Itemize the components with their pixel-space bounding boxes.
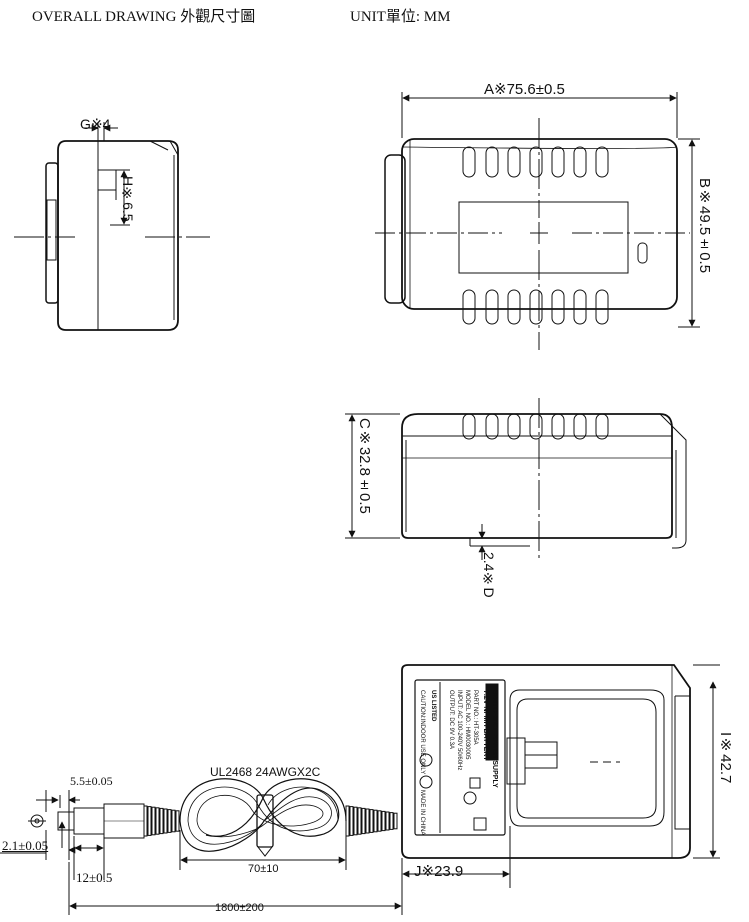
vent-slot-front	[462, 413, 476, 440]
strain-relief-rib	[385, 811, 390, 831]
vent-slot-front	[529, 413, 543, 440]
dim-coil-len-label: 70±10	[248, 863, 279, 875]
nameplate-symbols	[419, 753, 487, 831]
vent-slot-top	[573, 146, 587, 178]
vent-slot-top	[462, 146, 476, 178]
vent-slot-bottom	[595, 289, 609, 325]
vent-slot-bottom	[551, 289, 565, 325]
unit-label: UNIT單位: MM	[350, 9, 451, 25]
nameplate-line4: MODEL NO.: HM0030005	[464, 690, 470, 760]
top-view	[375, 92, 700, 350]
nameplate-made-in: MADE IN CHINA	[419, 790, 425, 836]
dim-cable-len-label: 1800±200	[215, 902, 264, 914]
strain-relief-rib	[143, 805, 148, 837]
dim-g-label: G※4	[80, 116, 111, 132]
strain-relief-rib	[357, 807, 362, 835]
strain-relief-rib	[167, 809, 172, 833]
strain-relief-rib	[155, 807, 160, 835]
vent-slot-front	[485, 413, 499, 440]
cable-assembly	[0, 778, 403, 915]
cable-spec-label: UL2468 24AWGX2C	[210, 765, 321, 779]
vent-slot-top	[507, 146, 521, 178]
nameplate-line3: PART NO.: HT-305A	[472, 690, 478, 745]
dim-h-label: H※6.5	[120, 176, 136, 222]
nameplate-line6: OUTPUT: DC 9V 0.3A	[448, 690, 454, 750]
vent-slot-front	[573, 413, 587, 440]
vent-slot-top	[551, 146, 565, 178]
strain-relief-rib	[159, 807, 164, 835]
dim-b-label: B※49.5±0.5	[696, 178, 713, 274]
strain-relief-rib	[147, 806, 152, 836]
dim-plug-len-label: 12±0.5	[76, 870, 113, 885]
strain-relief-rib	[353, 806, 358, 836]
nameplate-line7: CAUTION:INDOOR USE ONLY	[419, 690, 425, 775]
strain-relief-rib	[163, 808, 168, 834]
vent-slot-front	[595, 413, 609, 440]
front-view	[345, 398, 687, 560]
bottom-view	[401, 664, 720, 888]
dim-c-label: C※32.8±0.5	[356, 418, 373, 514]
dim-pin-dia-label: 2.1±0.05	[2, 838, 49, 853]
vent-slot-front	[507, 413, 521, 440]
vent-slot-top	[595, 146, 609, 178]
vent-slot-bottom	[462, 289, 476, 325]
nameplate-listed: US LISTED	[430, 690, 436, 722]
dim-a-label: A※75.6±0.5	[484, 81, 565, 98]
strain-relief-rib	[151, 806, 156, 836]
strain-relief-rib	[373, 809, 378, 833]
strain-relief-rib	[349, 806, 354, 836]
strain-relief-rib	[377, 810, 382, 832]
strain-relief-rib	[393, 812, 398, 830]
nameplate-line2: 7.2V Ni-MH BATTERY	[482, 690, 489, 761]
strain-relief-rib	[369, 809, 374, 833]
strain-relief-rib	[389, 812, 394, 830]
dim-plug-dia-label: 5.5±0.05	[70, 774, 113, 788]
dim-d-label: 2.4※D	[481, 552, 497, 598]
nameplate-line5: INPUT: AC 100-240V 50/60Hz	[456, 690, 462, 771]
vent-slot-bottom	[529, 289, 543, 325]
vent-slot-bottom	[507, 289, 521, 325]
strain-relief-rib	[171, 809, 176, 833]
strain-relief-rib	[365, 808, 370, 834]
vent-slot-top	[485, 146, 499, 178]
strain-relief-rib	[381, 810, 386, 832]
side-view	[14, 122, 210, 331]
dim-i-label: I※42.7	[717, 732, 734, 784]
vent-slot-top	[529, 146, 543, 178]
vent-slot-bottom	[485, 289, 499, 325]
vent-slot-front	[551, 413, 565, 440]
strain-relief-rib	[175, 810, 180, 832]
drawing-title: OVERALL DRAWING 外觀尺寸圖	[32, 9, 256, 25]
nameplate-line1: SWITCHING POWER SUPPLY	[491, 690, 498, 788]
vent-slot-bottom	[573, 289, 587, 325]
strain-relief-rib	[361, 807, 366, 835]
dim-j-label: J※23.9	[414, 863, 464, 880]
